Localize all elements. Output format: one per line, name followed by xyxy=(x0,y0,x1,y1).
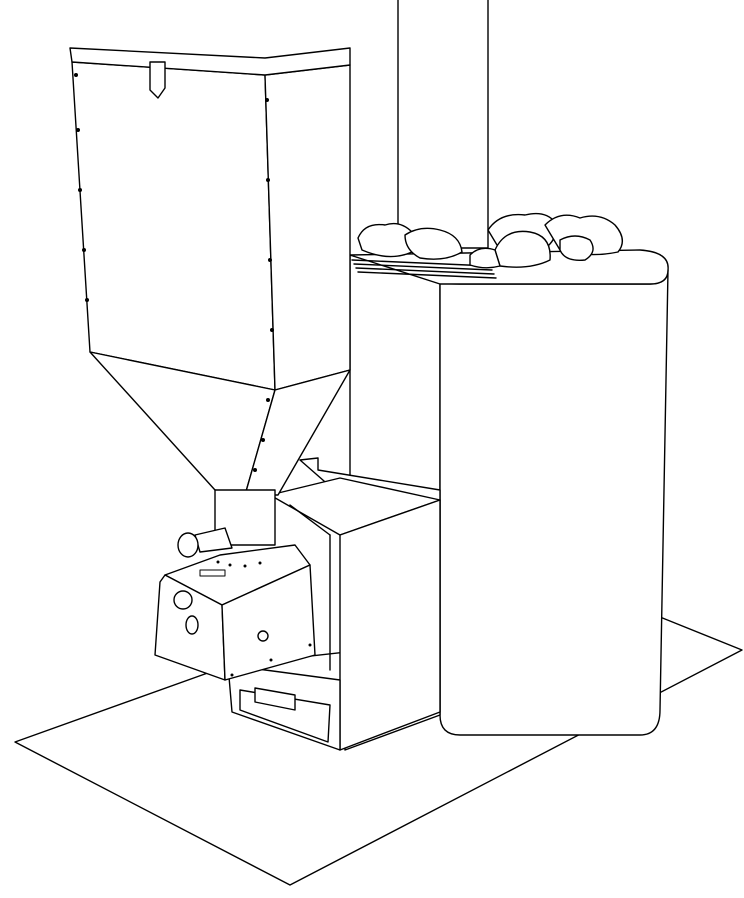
hopper-lid xyxy=(69,47,351,76)
pellet-burner xyxy=(154,544,316,681)
hopper-cone-side xyxy=(244,369,351,496)
burner-port xyxy=(185,615,199,635)
stove-top-grill xyxy=(351,259,497,279)
burner-screws xyxy=(216,560,312,677)
feeder-handle xyxy=(177,527,233,558)
ash-box xyxy=(227,664,341,751)
sauna-stones xyxy=(357,212,623,269)
burner-button xyxy=(257,630,269,642)
chimney-pipe xyxy=(397,0,489,249)
pellet-hopper xyxy=(69,47,351,546)
firebox xyxy=(269,457,441,751)
ash-drawer-handle xyxy=(254,687,296,711)
hopper-screws xyxy=(74,73,274,472)
hopper-lid-latch xyxy=(149,61,166,99)
burner-sight-glass xyxy=(173,590,193,610)
